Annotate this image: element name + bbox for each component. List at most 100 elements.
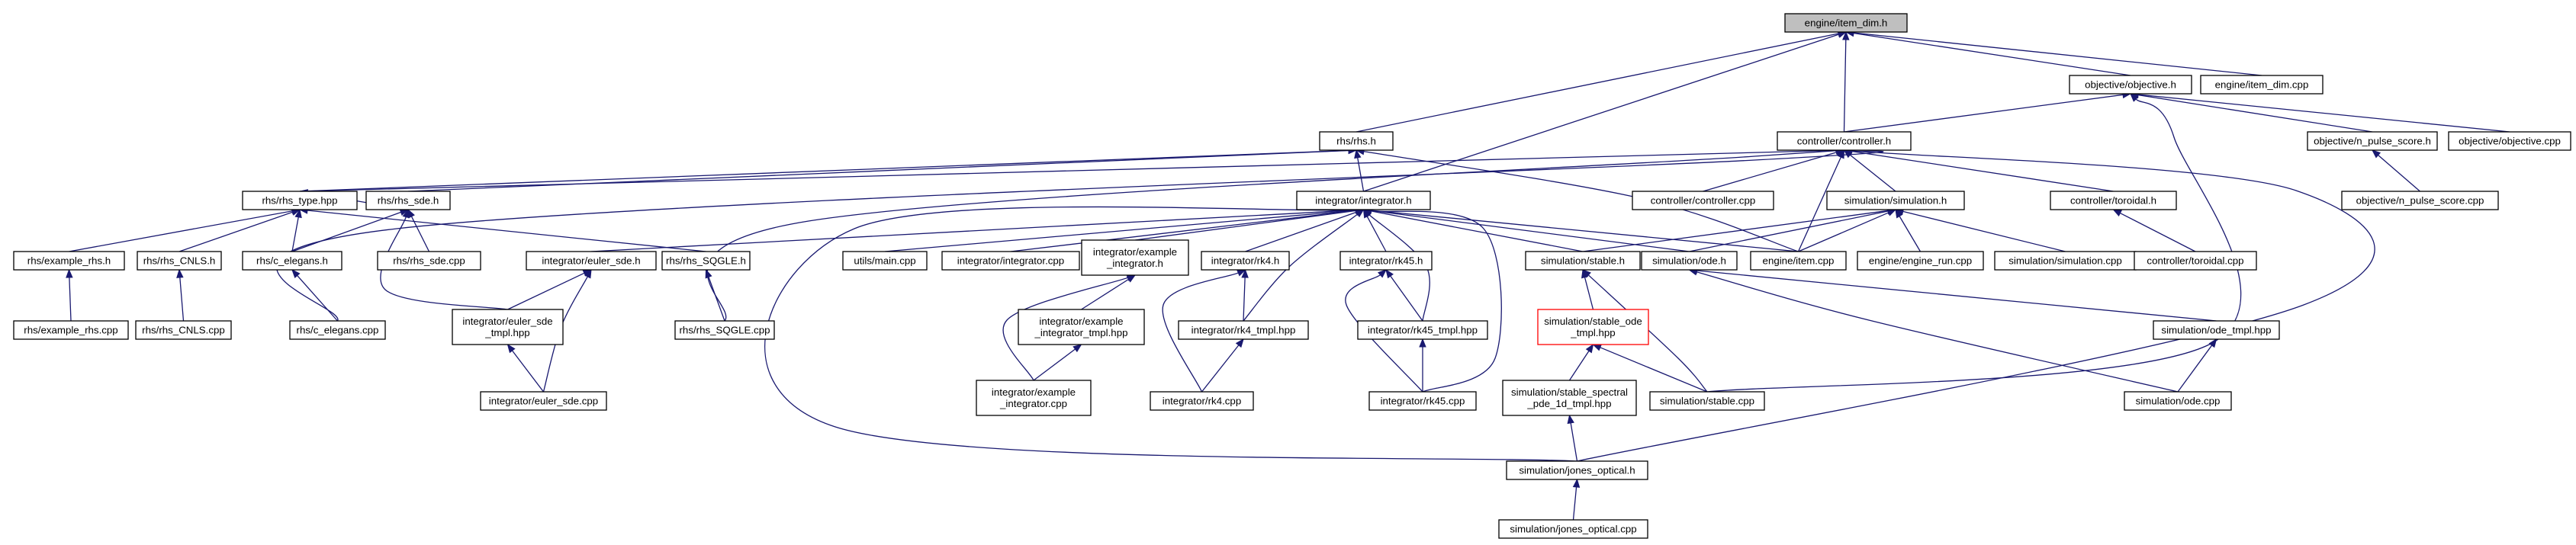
node-label: engine/item_dim.cpp	[2215, 79, 2309, 91]
edge-n-pulse-score-h-to-objective-h	[2129, 91, 2373, 133]
node-box	[661, 251, 751, 271]
node-box	[13, 320, 129, 340]
node-box	[1502, 380, 1637, 416]
node-rhs-CNLS-cpp[interactable]: rhs/rhs_CNLS.cpp	[135, 320, 232, 340]
node-example-integrator-h[interactable]: integrator/example_integrator.h	[1081, 239, 1189, 276]
edge-line	[297, 275, 338, 322]
node-stable-h[interactable]: simulation/stable.h	[1525, 251, 1641, 271]
node-example-integrator-tmpl-hpp[interactable]: integrator/example_integrator_tmpl.hpp	[1018, 309, 1145, 345]
edge-line	[708, 277, 725, 322]
node-box	[365, 191, 451, 210]
node-box	[1857, 251, 1984, 271]
node-rhs-h[interactable]: rhs/rhs.h	[1319, 131, 1394, 151]
node-rhs-CNLS-h[interactable]: rhs/rhs_CNLS.h	[137, 251, 222, 271]
node-rk45-tmpl-hpp[interactable]: integrator/rk45_tmpl.hpp	[1357, 320, 1488, 340]
node-example-rhs-cpp[interactable]: rhs/example_rhs.cpp	[13, 320, 129, 340]
arrowhead	[291, 268, 301, 278]
node-label: rhs/rhs_sde.h	[378, 195, 439, 207]
node-label: rhs/example_rhs.h	[27, 255, 111, 267]
node-rhs-sde-h[interactable]: rhs/rhs_sde.h	[365, 191, 451, 210]
node-ode-h[interactable]: simulation/ode.h	[1641, 251, 1738, 271]
node-ode-cpp[interactable]: simulation/ode.cpp	[2124, 391, 2232, 411]
node-label: rhs/rhs_SQGLE.cpp	[680, 325, 770, 336]
arrowhead	[1592, 344, 1603, 351]
edge-line	[1696, 270, 2217, 322]
edge-n-pulse-score-cpp-to-n-pulse-score-h	[2371, 149, 2420, 192]
node-simulation-h[interactable]: simulation/simulation.h	[1826, 191, 1965, 210]
node-box	[1357, 320, 1488, 340]
node-box	[1750, 251, 1847, 271]
node-item-cpp[interactable]: engine/item.cpp	[1750, 251, 1847, 271]
edge-example-rhs-cpp-to-example-rhs-h	[66, 268, 73, 322]
node-toroidal-h[interactable]: controller/toroidal.h	[2050, 191, 2177, 210]
node-utils-main-cpp[interactable]: utils/main.cpp	[842, 251, 928, 271]
node-label: controller/toroidal.cpp	[2147, 255, 2243, 267]
edge-ode-cpp-to-ode-tmpl-hpp	[2177, 338, 2217, 393]
node-rhs-SQGLE-h[interactable]: rhs/rhs_SQGLE.h	[661, 251, 751, 271]
node-box	[674, 320, 775, 340]
node-rk45-h[interactable]: integrator/rk45.h	[1339, 251, 1433, 271]
arrowhead	[1419, 338, 1426, 348]
node-stable-cpp[interactable]: simulation/stable.cpp	[1649, 391, 1765, 411]
node-stable-spectral-hpp[interactable]: simulation/stable_spectral_pde_1d_tmpl.h…	[1502, 380, 1637, 416]
node-engine-run-cpp[interactable]: engine/engine_run.cpp	[1857, 251, 1984, 271]
node-integrator-cpp[interactable]: integrator/integrator.cpp	[941, 251, 1080, 271]
node-objective-h[interactable]: objective/objective.h	[2069, 75, 2192, 95]
node-n-pulse-score-cpp[interactable]: objective/n_pulse_score.cpp	[2341, 191, 2499, 210]
node-jones-optical-h[interactable]: simulation/jones_optical.h	[1506, 460, 1648, 480]
edge-line	[2137, 94, 2510, 133]
node-label: controller/toroidal.h	[2070, 195, 2156, 207]
edge-euler-sde-tmpl-hpp-to-rhs-sde-h	[380, 208, 508, 310]
nodes-layer: engine/item_dim.h rhs/rhs.h controller/con…	[13, 13, 2571, 539]
node-rk4-cpp[interactable]: integrator/rk4.cpp	[1150, 391, 1254, 411]
edge-line	[2177, 345, 2213, 393]
node-item-dim-cpp[interactable]: engine/item_dim.cpp	[2200, 75, 2324, 95]
arrowhead	[705, 268, 712, 279]
node-item-dim-h[interactable]: engine/item_dim.h	[1784, 13, 1908, 33]
node-euler-sde-cpp[interactable]: integrator/euler_sde.cpp	[480, 391, 607, 411]
node-label: integrator/euler_sde.h	[542, 255, 640, 267]
node-box	[289, 320, 386, 340]
edge-line	[512, 350, 545, 393]
edge-line	[507, 272, 585, 310]
node-box	[2134, 251, 2257, 271]
node-rk4-h[interactable]: integrator/rk4.h	[1201, 251, 1290, 271]
arrowhead	[402, 208, 410, 219]
node-rk4-tmpl-hpp[interactable]: integrator/rk4_tmpl.hpp	[1178, 320, 1309, 340]
node-example-rhs-h[interactable]: rhs/example_rhs.h	[13, 251, 125, 271]
node-box	[842, 251, 928, 271]
node-c-elegans-h[interactable]: rhs/c_elegans.h	[242, 251, 343, 271]
node-label: integrator/rk45_tmpl.hpp	[1368, 325, 1478, 336]
node-rk45-cpp[interactable]: integrator/rk45.cpp	[1368, 391, 1477, 411]
node-simulation-cpp[interactable]: simulation/simulation.cpp	[1994, 251, 2137, 271]
node-box	[1201, 251, 1290, 271]
arrowhead	[1354, 149, 1362, 159]
node-example-integrator-cpp[interactable]: integrator/example_integrator.cpp	[976, 380, 1092, 416]
node-euler-sde-tmpl-hpp[interactable]: integrator/euler_sde_tmpl.hpp	[452, 309, 564, 345]
node-label: simulation/stable_spectral	[1511, 386, 1628, 398]
node-rhs-SQGLE-cpp[interactable]: rhs/rhs_SQGLE.cpp	[674, 320, 775, 340]
node-stable-ode-tmpl-hpp[interactable]: simulation/stable_ode_tmpl.hpp	[1537, 309, 1649, 345]
node-integrator-h[interactable]: integrator/integrator.h	[1296, 191, 1431, 210]
arrowhead	[507, 343, 516, 354]
edge-euler-sde-tmpl-hpp-to-euler-sde-h	[507, 269, 593, 310]
node-c-elegans-cpp[interactable]: rhs/c_elegans.cpp	[289, 320, 386, 340]
node-toroidal-cpp[interactable]: controller/toroidal.cpp	[2134, 251, 2257, 271]
node-euler-sde-h[interactable]: integrator/euler_sde.h	[526, 251, 657, 271]
node-rhs-sde-cpp[interactable]: rhs/rhs_sde.cpp	[377, 251, 481, 271]
node-jones-optical-cpp[interactable]: simulation/jones_optical.cpp	[1498, 519, 1648, 539]
node-controller-h[interactable]: controller/controller.h	[1777, 131, 1912, 151]
node-label: integrator/rk4.cpp	[1163, 396, 1241, 407]
node-controller-cpp[interactable]: controller/controller.cpp	[1632, 191, 1774, 210]
node-box	[1632, 191, 1774, 210]
node-label: integrator/euler_sde.cpp	[489, 396, 598, 407]
edge-line	[291, 216, 299, 252]
node-objective-cpp[interactable]: objective/objective.cpp	[2448, 131, 2571, 151]
node-ode-tmpl-hpp[interactable]: simulation/ode_tmpl.hpp	[2153, 320, 2280, 340]
node-box	[1296, 191, 1431, 210]
node-rhs-type-hpp[interactable]: rhs/rhs_type.hpp	[242, 191, 358, 210]
arrowhead	[1842, 30, 1850, 40]
node-n-pulse-score-h[interactable]: objective/n_pulse_score.h	[2307, 131, 2438, 151]
edge-line	[590, 209, 1356, 252]
